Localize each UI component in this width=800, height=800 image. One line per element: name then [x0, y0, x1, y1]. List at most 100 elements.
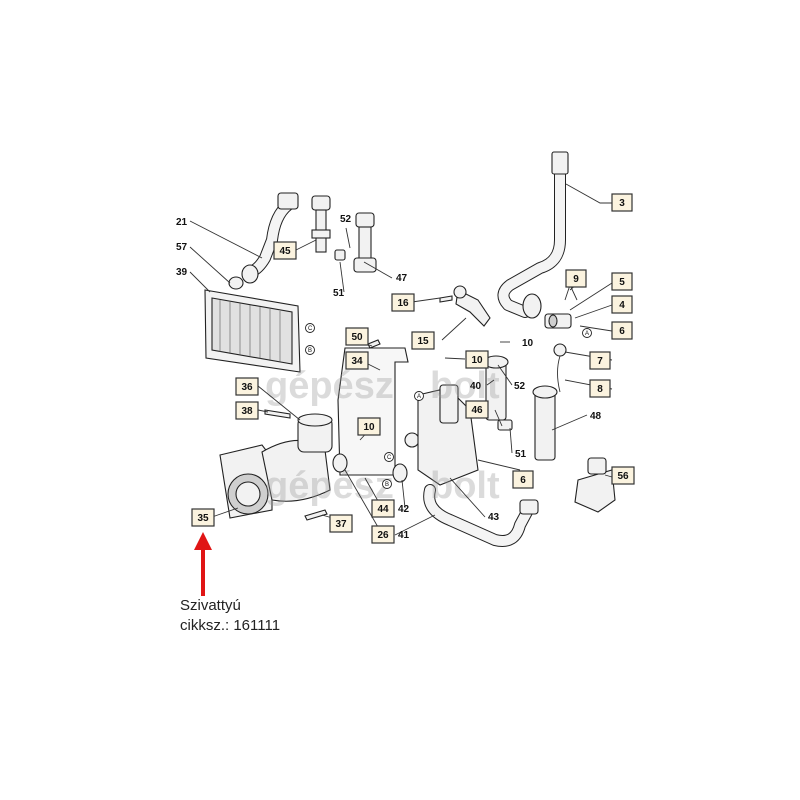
callout-42: 42: [398, 504, 410, 515]
svg-text:47: 47: [396, 273, 408, 284]
callout-35[interactable]: 35: [191, 508, 215, 527]
fitting-45: [311, 195, 331, 253]
callout-51-mid: 51: [515, 449, 527, 460]
callout-40: 40: [470, 381, 482, 392]
callout-52-top: 52: [340, 214, 352, 225]
callout-43: 43: [488, 512, 500, 523]
svg-text:C: C: [387, 455, 392, 461]
svg-text:43: 43: [488, 512, 500, 523]
svg-text:36: 36: [241, 382, 253, 393]
callout-3[interactable]: 3: [611, 193, 633, 212]
hydraulic-block: [417, 355, 558, 486]
callout-8[interactable]: 8: [589, 379, 611, 398]
svg-text:7: 7: [597, 356, 603, 367]
svg-text:52: 52: [514, 381, 526, 392]
seals: [332, 432, 420, 483]
pump-35: [219, 413, 333, 519]
part-caption: Szivattyú cikksz.: 161111: [180, 596, 280, 636]
svg-text:6: 6: [619, 326, 625, 337]
callout-34[interactable]: 34: [345, 351, 369, 370]
connector-b-heat-exchanger: B: [305, 345, 315, 355]
callout-9[interactable]: 9: [565, 269, 587, 288]
svg-text:41: 41: [398, 530, 410, 541]
svg-text:42: 42: [398, 504, 410, 515]
svg-text:37: 37: [335, 519, 347, 530]
svg-text:6: 6: [520, 475, 526, 486]
svg-text:44: 44: [377, 504, 389, 515]
callout-7[interactable]: 7: [589, 351, 611, 370]
svg-text:21: 21: [176, 217, 188, 228]
callout-10-low[interactable]: 10: [357, 417, 381, 436]
caption-title: Szivattyú: [180, 597, 241, 614]
svg-text:39: 39: [176, 267, 188, 278]
svg-text:B: B: [385, 482, 389, 488]
valve-15: [439, 285, 491, 327]
svg-text:gépész: gépész: [265, 365, 394, 407]
connector-c-block: C: [384, 452, 394, 462]
valve-cluster: [522, 283, 578, 393]
svg-text:56: 56: [617, 471, 629, 482]
svg-text:10: 10: [522, 338, 534, 349]
svg-text:bolt: bolt: [430, 465, 500, 507]
pipe-3: [497, 151, 569, 318]
heat-exchanger-39: [204, 289, 301, 373]
callout-48: 48: [590, 411, 602, 422]
svg-text:3: 3: [619, 198, 625, 209]
svg-text:50: 50: [351, 332, 363, 343]
callout-37[interactable]: 37: [329, 514, 353, 533]
svg-text:40: 40: [470, 381, 482, 392]
svg-text:A: A: [417, 394, 421, 400]
callout-16[interactable]: 16: [391, 293, 415, 312]
callout-39: 39: [176, 267, 188, 278]
callout-52-mid: 52: [514, 381, 526, 392]
callout-46[interactable]: 46: [465, 400, 489, 419]
svg-text:5: 5: [619, 277, 625, 288]
svg-text:57: 57: [176, 242, 188, 253]
callout-51-top: 51: [333, 288, 345, 299]
svg-text:34: 34: [351, 356, 363, 367]
pipe-41: [423, 484, 539, 547]
svg-text:4: 4: [619, 300, 625, 311]
svg-text:B: B: [308, 348, 312, 354]
svg-text:51: 51: [515, 449, 527, 460]
callout-21: 21: [176, 217, 188, 228]
fitting-56: [574, 457, 616, 513]
caption-part-number: cikksz.: 161111: [180, 617, 281, 634]
svg-text:10: 10: [363, 422, 375, 433]
callout-36[interactable]: 36: [235, 377, 259, 396]
callout-38[interactable]: 38: [235, 401, 259, 420]
callout-26[interactable]: 26: [371, 525, 395, 544]
fitting-47: [334, 212, 377, 273]
pipe-21: [228, 192, 299, 290]
callout-6-block[interactable]: 6: [512, 470, 534, 489]
callout-10-top: 10: [522, 338, 534, 349]
callout-15[interactable]: 15: [411, 331, 435, 350]
connector-a-valve: A: [582, 328, 592, 338]
callout-56[interactable]: 56: [611, 466, 635, 485]
callout-41: 41: [398, 530, 410, 541]
callout-44[interactable]: 44: [371, 499, 395, 518]
bracket-34: [337, 347, 409, 476]
connector-c-heat-exchanger: C: [305, 323, 315, 333]
svg-text:bolt: bolt: [430, 365, 500, 407]
svg-text:45: 45: [279, 246, 291, 257]
callout-5[interactable]: 5: [611, 272, 633, 291]
callout-6[interactable]: 6: [611, 321, 633, 340]
svg-text:15: 15: [417, 336, 429, 347]
callout-50[interactable]: 50: [345, 327, 369, 346]
callout-4[interactable]: 4: [611, 295, 633, 314]
connector-a-block: A: [414, 391, 424, 401]
callout-10-mid[interactable]: 10: [465, 350, 489, 369]
callout-45[interactable]: 45: [273, 241, 297, 260]
svg-text:10: 10: [471, 355, 483, 366]
svg-text:16: 16: [397, 298, 409, 309]
svg-text:A: A: [585, 331, 589, 337]
svg-text:48: 48: [590, 411, 602, 422]
svg-text:35: 35: [197, 513, 209, 524]
red-arrow: [194, 532, 212, 596]
svg-text:C: C: [308, 326, 313, 332]
callout-57: 57: [176, 242, 188, 253]
svg-text:38: 38: [241, 406, 253, 417]
svg-text:46: 46: [471, 405, 483, 416]
